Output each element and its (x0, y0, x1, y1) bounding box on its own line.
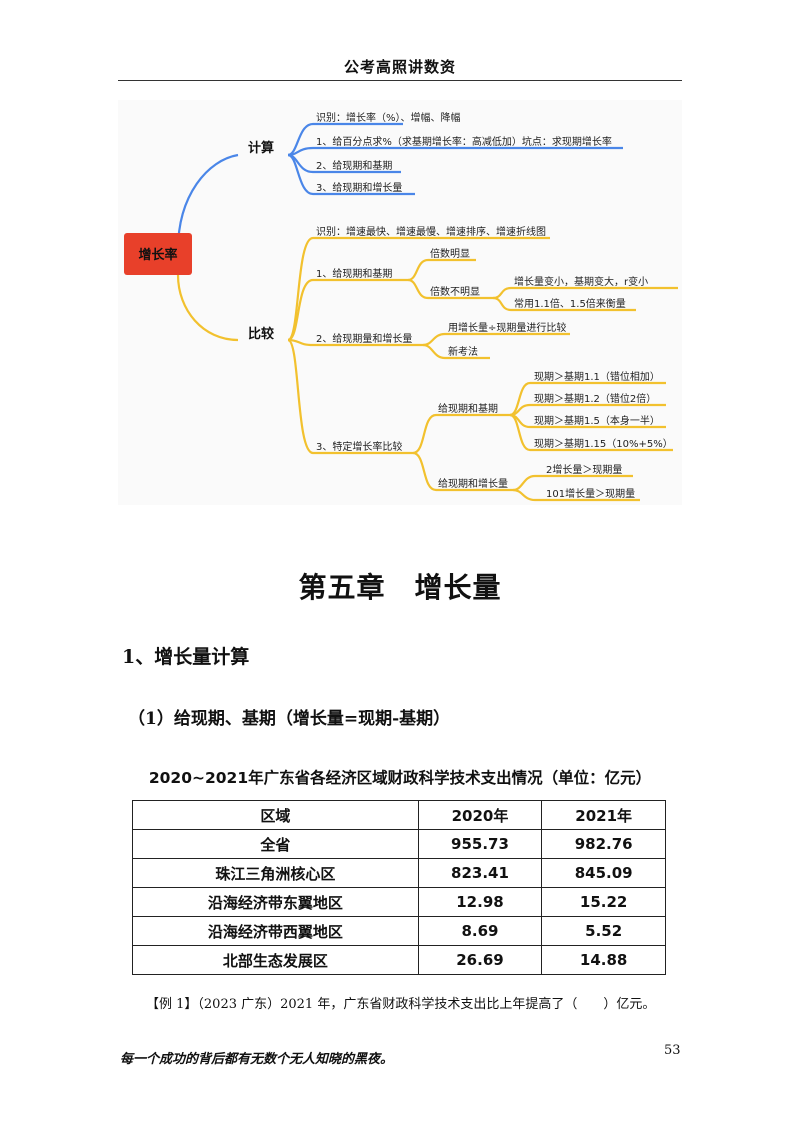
chapter-title: 第五章 增长量 (298, 571, 502, 604)
compare-label: 比较 (248, 326, 274, 342)
table-title: 2020~2021年广东省各经济区域财政科学技术支出情况（单位：亿元） (148, 769, 652, 787)
table-row: 沿海经济带东翼地区 12.98 15.22 (132, 887, 666, 917)
b1-nd-item-2 (492, 296, 636, 312)
subsection-title: （1）给现期、基期（增长量=现期-基期） (128, 709, 451, 729)
table-row: 珠江三角洲核心区 823.41 845.09 (132, 858, 666, 888)
header-2020: 2020年 (417, 800, 543, 830)
cell-region: 全省 (132, 829, 419, 859)
growth-rate-mindmap: 增长率 计算 比较 识别：增长率（%）、增幅、降幅 1、给百分点求%（求基期增长… (118, 100, 682, 505)
cell-region: 沿海经济带东翼地区 (132, 887, 419, 917)
footer-quote: 每一个成功的背后都有无数个无人知晓的黑夜。 (120, 1052, 394, 1067)
calc-label: 计算 (248, 140, 274, 156)
table-row: 全省 955.73 982.76 (132, 829, 666, 859)
compare-branch-identify (287, 236, 550, 342)
b3-label: 3、特定增长率比较 (316, 440, 402, 453)
cell-2020: 26.69 (417, 945, 543, 975)
b1-nd-text-1: 增长量变小，基期变大，r变小 (514, 275, 648, 288)
root-node (124, 233, 192, 275)
cell-2020: 823.41 (417, 858, 543, 888)
g2-text-1: 2增长量＞现期量 (546, 463, 622, 476)
b2-item-2 (422, 343, 490, 360)
b1-notdouble: 倍数不明显 (430, 285, 480, 298)
cell-region: 珠江三角洲核心区 (132, 858, 419, 888)
header-region: 区域 (132, 800, 419, 830)
header-rule (118, 80, 682, 81)
cell-2020: 955.73 (417, 829, 543, 859)
g1-text-3: 现期＞基期1.5（本身一半） (534, 414, 660, 427)
calc-item-3: 2、给现期和基期 (316, 159, 392, 172)
section-title: 1、增长量计算 (122, 646, 250, 668)
root-label: 增长率 (138, 247, 177, 263)
b1-label: 1、给现期和基期 (316, 267, 392, 280)
g1-text-2: 现期＞基期1.2（错位2倍） (534, 392, 656, 405)
calc-item-2: 1、给百分点求%（求基期增长率：高减低加）坑点：求现期增长率 (316, 135, 612, 148)
b2-label: 2、给现期量和增长量 (316, 332, 412, 345)
b1-double: 倍数明显 (430, 247, 470, 260)
b3-g2-branch (412, 451, 513, 492)
calc-branch-4 (287, 153, 415, 196)
cell-region: 沿海经济带西翼地区 (132, 916, 419, 946)
b1-notdouble-branch (407, 278, 493, 300)
compare-identify: 识别：增速最快、增速最慢、增速排序、增速折线图 (316, 225, 546, 238)
table-row: 北部生态发展区 26.69 14.88 (132, 945, 666, 975)
expenditure-table: 区域 2020年 2021年 全省 955.73 982.76 珠江三角洲核心区… (132, 800, 666, 975)
calc-main-branch (176, 153, 239, 251)
g1-item-4 (509, 413, 673, 452)
compare-branch-2 (287, 338, 423, 347)
cell-2021: 14.88 (541, 945, 666, 975)
b1-double-branch (407, 258, 476, 282)
cell-2020: 8.69 (417, 916, 543, 946)
b1-nd-text-2: 常用1.1倍、1.5倍来衡量 (514, 297, 626, 310)
table-row: 沿海经济带西翼地区 8.69 5.52 (132, 916, 666, 946)
b2-text-2: 新考法 (448, 345, 478, 358)
cell-2021: 15.22 (541, 887, 666, 917)
compare-branch-1 (287, 278, 408, 342)
example-question: 【例 1】（2023 广东）2021 年，广东省财政科学技术支出比上年提高了（ … (146, 997, 656, 1012)
table-header-row: 区域 2020年 2021年 (132, 800, 666, 830)
calc-item-4: 3、给现期和增长量 (316, 181, 402, 194)
compare-branch-3 (286, 338, 413, 455)
g1-text-4: 现期＞基期1.15（10%+5%） (534, 437, 673, 450)
page-header: 公考高照讲数资 (343, 58, 456, 76)
g2-label: 给现期和增长量 (438, 477, 508, 490)
header-2021: 2021年 (541, 800, 666, 830)
g1-text-1: 现期＞基期1.1（错位相加） (534, 370, 660, 383)
calc-item-1: 识别：增长率（%）、增幅、降幅 (316, 111, 461, 124)
g2-text-2: 101增长量＞现期量 (546, 487, 635, 500)
cell-2021: 845.09 (541, 858, 666, 888)
g1-label: 给现期和基期 (438, 402, 498, 415)
g2-item-2 (512, 488, 640, 502)
cell-2020: 12.98 (417, 887, 543, 917)
b2-text-1: 用增长量÷现期量进行比较 (448, 321, 566, 334)
cell-region: 北部生态发展区 (132, 945, 419, 975)
page-number: 53 (664, 1043, 681, 1058)
b3-g1-branch (412, 413, 510, 455)
cell-2021: 982.76 (541, 829, 666, 859)
cell-2021: 5.52 (541, 916, 666, 946)
compare-main-branch (176, 274, 239, 342)
